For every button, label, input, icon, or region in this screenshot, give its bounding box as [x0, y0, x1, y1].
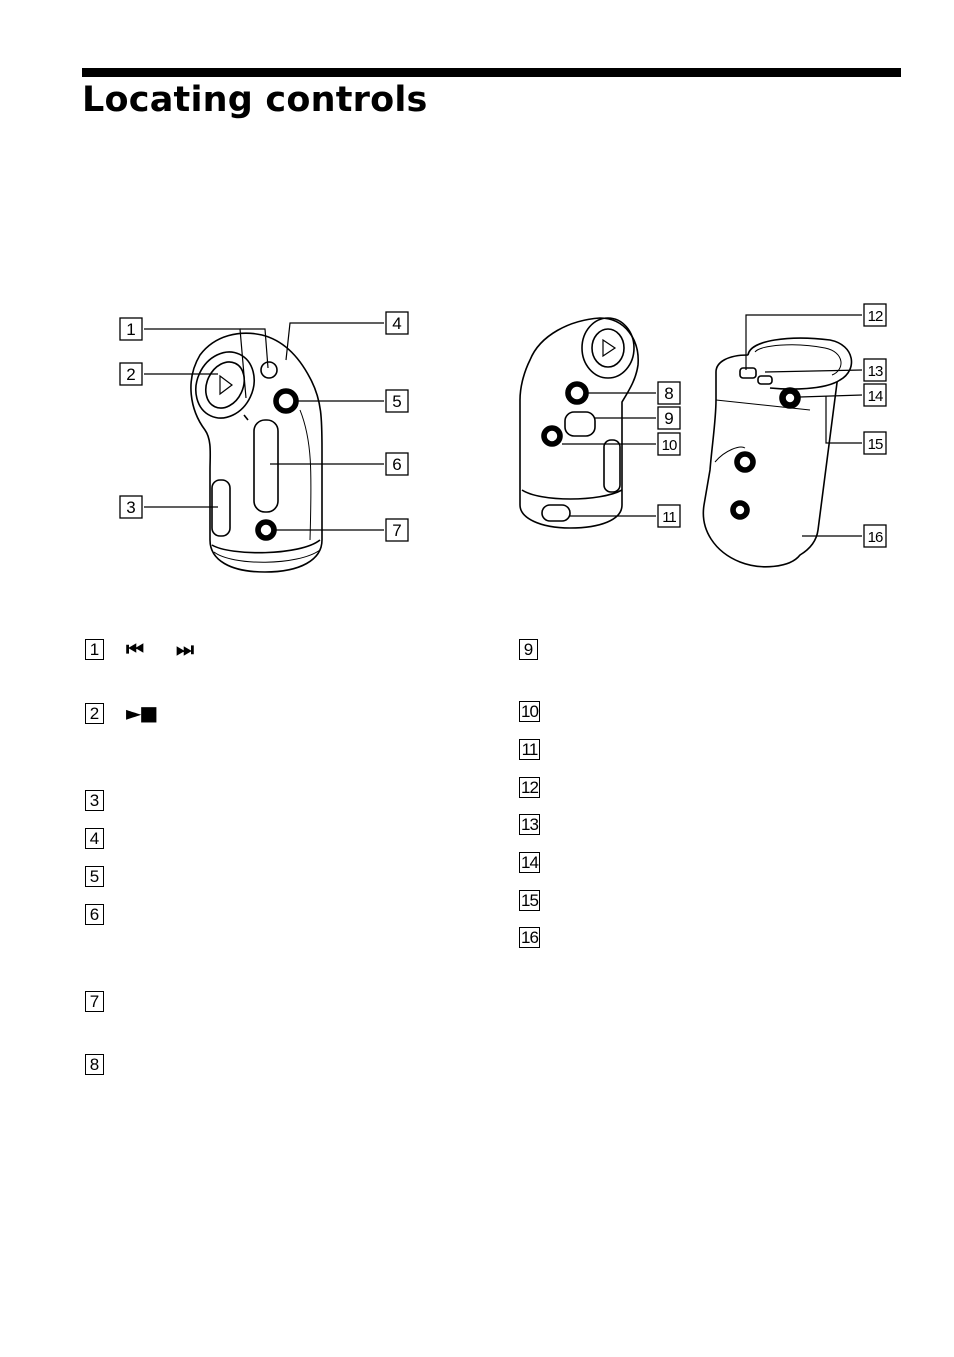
legend-item-1: 1 ⏮ ⏭	[85, 637, 194, 661]
legend-number: 1	[85, 638, 104, 660]
callout-5: 5	[385, 389, 409, 413]
legend-number: 7	[85, 990, 104, 1012]
legend-item-10: 10	[519, 700, 540, 722]
legend-item-3: 3	[85, 789, 104, 811]
legend-number: 10	[519, 700, 540, 722]
svg-text:6: 6	[392, 455, 401, 474]
legend-number: 12	[519, 776, 540, 798]
callout-8: 8	[657, 381, 681, 405]
callout-3: 3	[119, 495, 143, 519]
svg-text:8: 8	[664, 384, 673, 403]
callout-15: 15	[863, 431, 887, 455]
legend-item-16: 16	[519, 926, 540, 948]
legend-item-4: 4	[85, 827, 104, 849]
callout-1: 1	[119, 317, 143, 341]
callout-13: 13	[863, 358, 887, 382]
callout-6: 6	[385, 452, 409, 476]
legend-number: 6	[85, 903, 104, 925]
svg-text:9: 9	[664, 409, 673, 428]
svg-text:11: 11	[662, 509, 676, 526]
legend-item-5: 5	[85, 865, 104, 887]
svg-text:1: 1	[126, 320, 135, 339]
callout-16: 16	[863, 524, 887, 548]
legend-item-11: 11	[519, 738, 540, 760]
legend-number: 11	[519, 738, 540, 760]
callout-11: 11	[657, 504, 681, 528]
svg-text:16: 16	[868, 529, 883, 546]
legend-number: 14	[519, 851, 540, 873]
legend-item-2: 2 ►■	[85, 701, 158, 725]
legend-item-9: 9	[519, 638, 538, 660]
legend-item-13: 13	[519, 813, 540, 835]
legend-number: 8	[85, 1053, 104, 1075]
title-rule	[82, 68, 901, 77]
legend-number: 2	[85, 702, 104, 724]
svg-text:5: 5	[392, 392, 401, 411]
callout-10: 10	[657, 432, 681, 456]
page-title: Locating controls	[82, 80, 428, 120]
back-device-illustration	[519, 317, 639, 529]
legend-number: 5	[85, 865, 104, 887]
legend-number: 9	[519, 638, 538, 660]
legend-item-14: 14	[519, 851, 540, 873]
callout-4: 4	[385, 311, 409, 335]
callout-2: 2	[119, 362, 143, 386]
legend-number: 15	[519, 889, 540, 911]
legend-item-15: 15	[519, 889, 540, 911]
svg-text:13: 13	[868, 363, 883, 380]
svg-text:3: 3	[126, 498, 135, 517]
legend-item-6: 6	[85, 903, 104, 925]
callout-7: 7	[385, 518, 409, 542]
legend-number: 13	[519, 813, 540, 835]
legend-number: 16	[519, 926, 540, 948]
next-track-icon: ⏭	[176, 637, 194, 661]
play-stop-icon: ►■	[126, 701, 158, 725]
callout-12: 12	[863, 303, 887, 327]
svg-text:7: 7	[392, 521, 401, 540]
svg-text:15: 15	[868, 436, 883, 453]
legend-item-8: 8	[85, 1053, 104, 1075]
svg-text:4: 4	[392, 314, 401, 333]
svg-text:14: 14	[868, 388, 883, 405]
open-device-illustration	[702, 337, 853, 568]
legend-item-12: 12	[519, 776, 540, 798]
callout-14: 14	[863, 383, 887, 407]
front-device-illustration	[190, 332, 323, 573]
callout-9: 9	[657, 406, 681, 430]
legend-number: 4	[85, 827, 104, 849]
svg-text:2: 2	[126, 365, 135, 384]
previous-track-icon: ⏮	[126, 637, 144, 661]
svg-text:10: 10	[662, 437, 677, 454]
svg-text:12: 12	[868, 308, 883, 325]
legend-item-7: 7	[85, 990, 104, 1012]
legend-number: 3	[85, 789, 104, 811]
